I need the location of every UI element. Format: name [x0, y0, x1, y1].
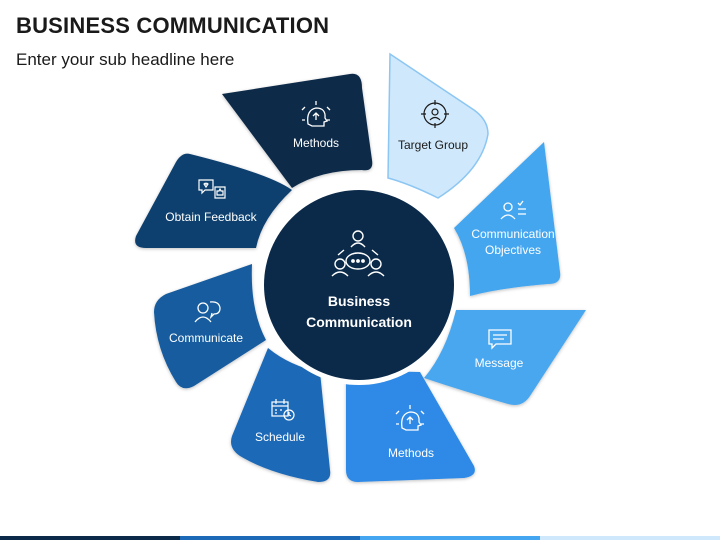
page-title: BUSINESS COMMUNICATION [16, 13, 330, 38]
center-label-line2: Communication [306, 314, 412, 330]
petal-communication-objectives: Communication Objectives [454, 142, 561, 296]
bottom-bar-segment [540, 536, 720, 540]
petal-label: Methods [293, 136, 339, 150]
person-checklist-icon [500, 200, 526, 220]
target-person-icon [421, 100, 449, 128]
bottom-bar-segment [360, 536, 540, 540]
petal-communicate: Communicate [154, 264, 266, 389]
petal-message: Message [424, 310, 586, 405]
center-label-line1: Business [328, 293, 390, 309]
petal-methods-bottom: Methods [346, 360, 475, 482]
feedback-icon [198, 179, 226, 199]
petal-label: Schedule [255, 430, 305, 444]
bottom-bar-segment [0, 536, 180, 540]
petal-target-group: Target Group [387, 52, 489, 199]
petal-label: Message [475, 356, 524, 370]
bottom-accent-bar [0, 536, 720, 540]
head-arrows-icon [395, 405, 425, 431]
petal-label: Methods [388, 446, 434, 460]
calendar-clock-icon [271, 399, 295, 421]
head-arrows-icon [301, 101, 331, 127]
page-subtitle: Enter your sub headline here [16, 50, 235, 69]
team-chat-icon [331, 230, 385, 277]
petal-label: Target Group [398, 138, 468, 152]
petal-label: Communicate [169, 331, 243, 345]
center-hub: Business Communication [259, 185, 459, 385]
chat-bubble-icon [488, 329, 512, 350]
petal-label-line1: Communication [471, 227, 554, 241]
petal-obtain-feedback: Obtain Feedback [135, 153, 292, 248]
petal-label-line2: Objectives [485, 243, 541, 257]
petal-methods-top: Methods [222, 73, 373, 188]
petal-schedule: Schedule [231, 348, 331, 482]
petal-label: Obtain Feedback [165, 210, 257, 224]
speech-people-icon [194, 301, 221, 323]
bottom-bar-segment [180, 536, 360, 540]
